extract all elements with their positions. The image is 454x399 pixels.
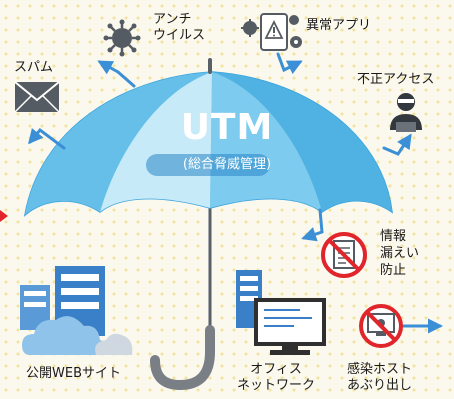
subtitle-pill [146, 154, 270, 176]
virus-icon [103, 19, 141, 57]
antivirus-label-line2: ウイルス [153, 28, 206, 43]
infected-host-label: 感染ホスト あぶり出し [347, 362, 412, 394]
deflection-arrows [28, 52, 443, 334]
server-cloud-icon [20, 266, 133, 355]
envelope-icon [14, 81, 60, 113]
leak-prevention-line2: 漏えい [380, 246, 420, 261]
malicious-app-icon [241, 13, 302, 51]
infected-host-line2: あぶり出し [347, 378, 413, 393]
leak-prevention-label: 情報 漏えい 防止 [380, 228, 419, 279]
office-pc-icon [236, 270, 326, 355]
office-network-line1: オフィス [250, 362, 302, 377]
public-web-label: 公開WEBサイト [26, 366, 121, 381]
leak-prevention-line3: 防止 [380, 263, 407, 278]
office-network-line2: ネットワーク [237, 378, 316, 393]
umbrella-handle [150, 200, 215, 391]
infected-host-line1: 感染ホスト [347, 362, 413, 377]
edge-arrow-fragment [0, 210, 8, 222]
utm-subtitle: (総合脅威管理) [182, 157, 272, 172]
hacker-icon [390, 93, 422, 132]
antivirus-label: アンチ ウイルス [153, 12, 205, 44]
umbrella-canopy [23, 58, 393, 217]
office-network-label: オフィス ネットワーク [237, 362, 315, 394]
no-document-icon [321, 232, 367, 278]
antivirus-label-line1: アンチ [153, 12, 192, 27]
leak-prevention-line1: 情報 [380, 229, 407, 244]
unauthorized-access-label: 不正アクセス [357, 72, 435, 87]
utm-title: UTM [180, 107, 274, 148]
abnormal-app-label: 異常アプリ [306, 18, 372, 33]
no-infected-pc-icon [359, 304, 403, 348]
spam-label: スパム [14, 60, 54, 75]
